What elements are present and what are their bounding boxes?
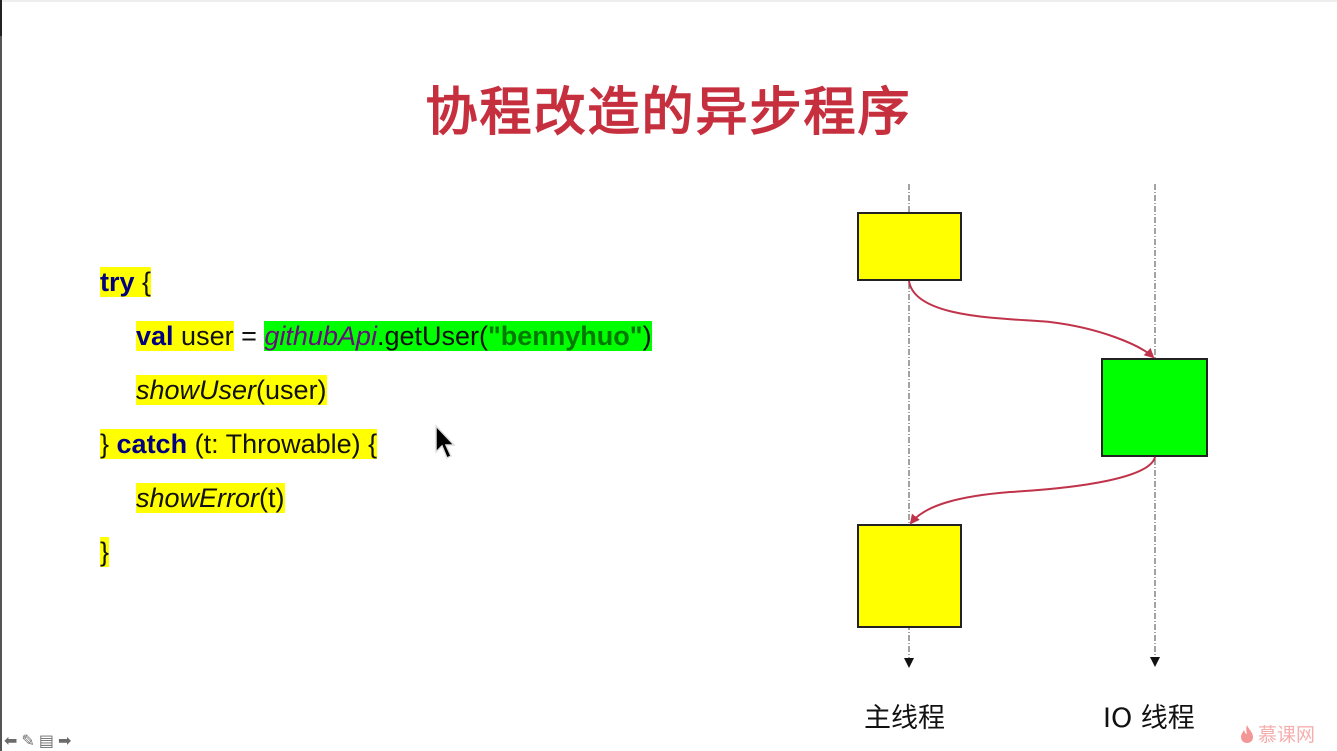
- code-line-show-user: showUser(user): [136, 375, 327, 405]
- switch-to-main-arrow: [909, 456, 1156, 525]
- code-line-try: try {: [100, 267, 152, 297]
- pen-icon[interactable]: ✎: [21, 731, 35, 750]
- keyword-try: try: [100, 267, 135, 297]
- main-block-2: [857, 524, 962, 628]
- flame-icon: [1241, 724, 1253, 743]
- io-block: [1101, 358, 1208, 457]
- left-edge: [0, 0, 2, 751]
- player-controls: ⬅ ✎ ▤ ➡: [4, 733, 71, 749]
- code-line-val: val user = githubApi.getUser("bennyhuo"): [136, 321, 652, 351]
- slide-title: 协程改造的异步程序: [425, 83, 912, 143]
- github-api-ref: githubApi: [264, 321, 377, 351]
- main-thread-label: 主线程: [864, 703, 945, 734]
- prev-icon[interactable]: ⬅: [4, 731, 18, 750]
- mouse-cursor-icon: [435, 424, 456, 460]
- watermark-text: 慕课网: [1258, 724, 1316, 746]
- code-line-close: }: [100, 537, 110, 567]
- switch-to-io-arrow: [908, 280, 1155, 359]
- code-line-show-error: showError(t): [136, 483, 285, 513]
- keyword-catch: catch: [116, 429, 188, 459]
- io-thread-label: IO 线程: [1103, 703, 1195, 734]
- menu-icon[interactable]: ▤: [38, 731, 54, 750]
- next-icon[interactable]: ➡: [57, 731, 72, 750]
- keyword-val: val: [136, 321, 174, 351]
- top-border: [0, 0, 1337, 2]
- main-block-1: [857, 212, 962, 281]
- string-literal: "bennyhuo": [488, 321, 643, 351]
- code-line-catch: } catch (t: Throwable) {: [100, 429, 378, 459]
- watermark: 慕课网: [1240, 720, 1315, 747]
